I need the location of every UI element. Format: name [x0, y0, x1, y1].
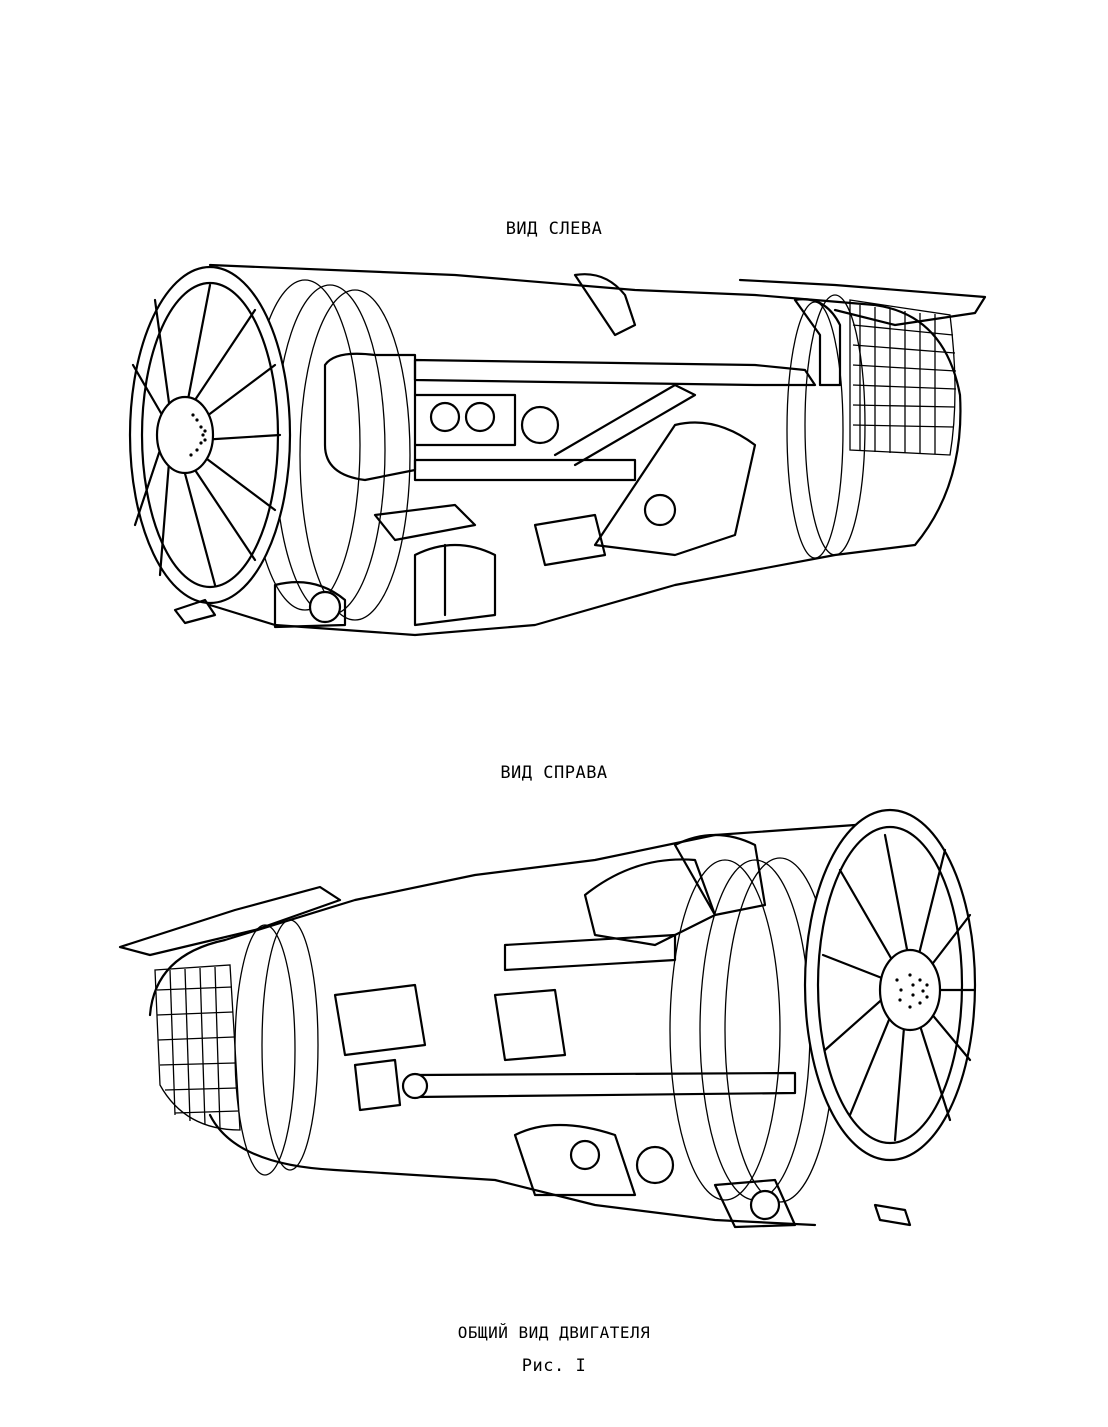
caption-right-view: ВИД СПРАВА — [500, 763, 608, 783]
caption-left-view: ВИД СЛЕВА — [505, 219, 603, 239]
figure-label: Рис. I — [521, 1356, 587, 1376]
engine-right-view-drawing — [118, 808, 977, 1229]
engine-left-body — [128, 263, 987, 637]
caption-general-view: ОБЩИЙ ВИД ДВИГАТЕЛЯ — [457, 1323, 651, 1342]
engine-left-view-drawing — [128, 263, 987, 637]
engine-right-body — [118, 808, 977, 1229]
